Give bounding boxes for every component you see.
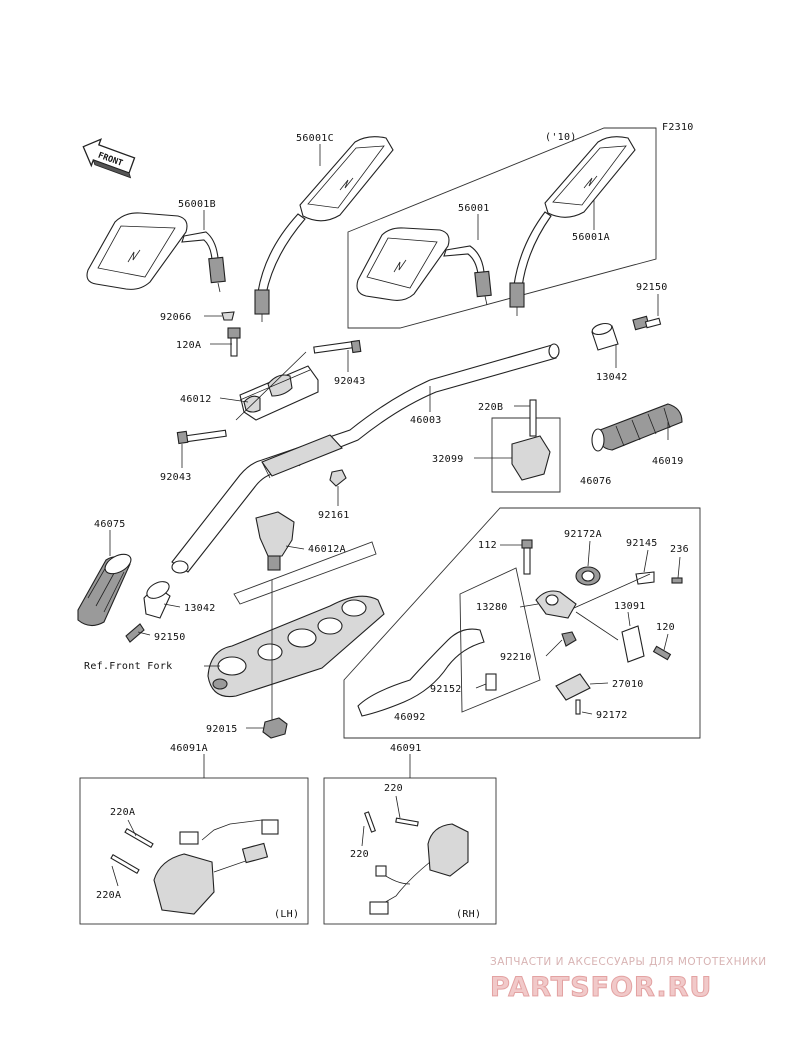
label-92043-upper: 92043	[334, 376, 366, 387]
weight-13042-left	[143, 581, 171, 619]
nut-92161	[329, 469, 347, 487]
label-92152: 92152	[430, 684, 462, 695]
adjuster-92172a	[575, 566, 601, 586]
label-46012: 46012	[180, 394, 212, 405]
mirror-56001	[356, 227, 492, 306]
holder-46012	[235, 351, 319, 421]
front-arrow-icon: FRONT	[82, 138, 136, 179]
lever-bracket-13280	[535, 590, 577, 619]
switch-27010	[555, 673, 591, 701]
label-220b: 220B	[478, 402, 503, 413]
label-220a-upper: 220A	[110, 807, 135, 818]
mirror-variant-box	[347, 127, 657, 329]
label-92172a: 92172A	[564, 529, 602, 540]
figure-code: F2310	[662, 122, 694, 133]
label-46075: 46075	[94, 519, 126, 530]
label-92145: 92145	[626, 538, 658, 549]
watermark-tagline: ЗАПЧАСТИ И АКСЕССУАРЫ ДЛЯ МОТОТЕХНИКИ	[490, 956, 767, 968]
label-46092: 46092	[394, 712, 426, 723]
throttle-case-32099	[511, 399, 551, 481]
label-27010: 27010	[612, 679, 644, 690]
bolt-92043-lower	[176, 429, 227, 445]
bolt-92043-upper	[313, 339, 362, 354]
label-46003: 46003	[410, 415, 442, 426]
bracket-13091	[621, 625, 645, 663]
lh-switch-box	[79, 777, 309, 925]
throttle-grip-46019	[591, 403, 683, 452]
clamp-outline-box	[233, 541, 377, 605]
label-56001b: 56001B	[178, 199, 216, 210]
mirror-56001c	[254, 136, 394, 322]
label-13091: 13091	[614, 601, 646, 612]
handlebar-46003	[171, 343, 560, 574]
bolt-92150-left	[125, 623, 145, 643]
screw-92172	[575, 699, 581, 715]
screw-220a-lower	[110, 854, 140, 874]
mirror-56001b	[86, 212, 226, 293]
label-46019: 46019	[652, 456, 684, 467]
lh-label: (LH)	[274, 909, 299, 920]
label-220-lower: 220	[350, 849, 369, 860]
switch-46091a	[153, 819, 279, 915]
part-labels: 56001C 56001B 56001 56001A 92066 120A 92…	[84, 133, 689, 901]
label-46091: 46091	[390, 743, 422, 754]
label-120: 120	[656, 622, 675, 633]
screw-236	[671, 577, 683, 584]
screw-112	[521, 539, 533, 575]
label-13042-right: 13042	[596, 372, 628, 383]
throttle-case-box	[491, 417, 561, 493]
mirror-56001a	[509, 136, 636, 316]
label-120a: 120A	[176, 340, 201, 351]
label-13042-left: 13042	[184, 603, 216, 614]
nut-92015	[262, 717, 288, 739]
screw-220-lower	[363, 811, 377, 833]
screw-220a-upper	[124, 828, 154, 848]
label-56001: 56001	[458, 203, 490, 214]
label-236: 236	[670, 544, 689, 555]
label-92150-left: 92150	[154, 632, 186, 643]
bolt-92150-right	[632, 315, 662, 331]
ref-front-fork: Ref.Front Fork	[84, 661, 173, 672]
brake-lever-box	[343, 507, 701, 739]
label-13280: 13280	[476, 602, 508, 613]
label-56001a: 56001A	[572, 232, 610, 243]
brake-lever-46092	[357, 567, 541, 717]
label-112: 112	[478, 540, 497, 551]
triple-clamp	[207, 595, 385, 698]
label-92043-lower: 92043	[160, 472, 192, 483]
label-46012a: 46012A	[308, 544, 346, 555]
bolt-120a	[227, 327, 241, 357]
switch-92145	[635, 571, 655, 585]
label-220-upper: 220	[384, 783, 403, 794]
leader-lines	[109, 144, 681, 887]
screw-220-upper	[395, 817, 419, 827]
label-92066: 92066	[160, 312, 192, 323]
watermark-logo: PARTSFOR.RU	[490, 972, 712, 1003]
screw-120	[652, 645, 672, 661]
weight-13042-right	[591, 322, 619, 351]
label-92210: 92210	[500, 652, 532, 663]
holder-46012a	[255, 511, 295, 571]
label-220a-lower: 220A	[96, 890, 121, 901]
nut-92210	[561, 631, 577, 647]
year-note: ('10)	[545, 132, 577, 143]
label-32099: 32099	[432, 454, 464, 465]
pin-92152	[485, 673, 497, 691]
label-46076: 46076	[580, 476, 612, 487]
label-56001c: 56001C	[296, 133, 334, 144]
label-92015: 92015	[206, 724, 238, 735]
label-92150-right: 92150	[636, 282, 668, 293]
grip-46075	[77, 553, 132, 627]
rh-label: (RH)	[456, 909, 481, 920]
label-46091a: 46091A	[170, 743, 208, 754]
switch-46091	[369, 823, 469, 915]
washer-92066	[221, 311, 235, 321]
label-92161: 92161	[318, 510, 350, 521]
label-92172: 92172	[596, 710, 628, 721]
